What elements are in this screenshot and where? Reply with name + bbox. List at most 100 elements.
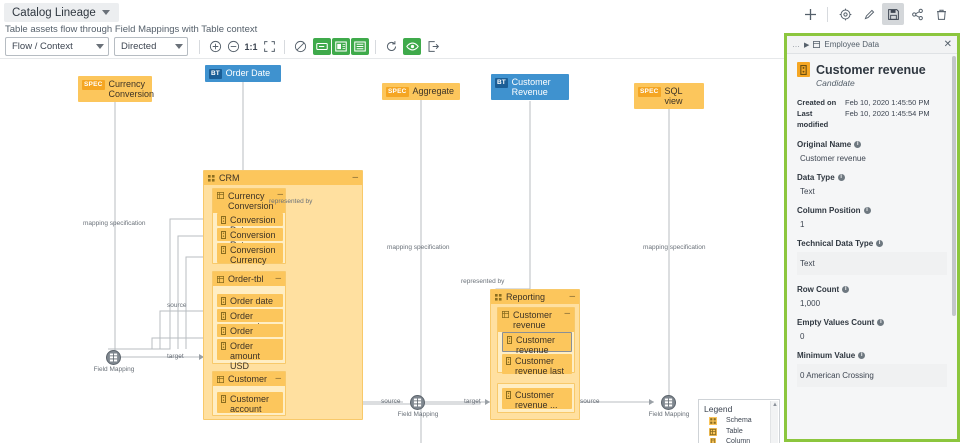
edge-label: source <box>580 398 600 405</box>
table-label: Customer <box>228 374 267 384</box>
column-node[interactable]: Order currency <box>217 324 283 337</box>
field-mapping-node[interactable] <box>661 395 676 410</box>
scroll-up-icon[interactable]: ▲ <box>772 402 778 408</box>
toggle-layout-button[interactable] <box>332 38 350 55</box>
edge-label: mapping specification <box>387 244 450 251</box>
info-icon[interactable]: i <box>842 286 849 293</box>
table-header[interactable]: Order-tbl – <box>213 272 285 286</box>
info-icon[interactable]: i <box>877 319 884 326</box>
info-icon[interactable]: i <box>854 141 861 148</box>
info-icon[interactable]: i <box>858 352 865 359</box>
table-node-customer[interactable]: Customer – Customer account <box>212 371 286 416</box>
column-node[interactable]: Conversion Currency <box>217 243 283 263</box>
info-icon[interactable]: i <box>864 207 871 214</box>
business-term-node[interactable]: BT Order Date <box>205 65 281 82</box>
object-state: Candidate <box>816 78 947 88</box>
mapping-spec-node[interactable]: SPEC SQL view <box>634 83 704 109</box>
business-term-node[interactable]: BT Customer Revenue <box>491 74 569 100</box>
schema-label: CRM <box>219 173 240 183</box>
legend-item: Column <box>704 438 774 443</box>
collapse-icon[interactable]: – <box>564 310 570 318</box>
page-title-dropdown[interactable]: Catalog Lineage <box>4 3 119 22</box>
table-node-order-tbl[interactable]: Order-tbl – Order date Order amount Orde… <box>212 271 286 364</box>
settings-button[interactable] <box>834 3 856 25</box>
schema-node-reporting[interactable]: Reporting – Customer revenue – Customer … <box>490 289 580 420</box>
column-node-selected[interactable]: Customer revenue <box>502 332 572 352</box>
zoom-in-button[interactable] <box>206 38 224 55</box>
column-node[interactable]: Customer revenue last ... <box>502 354 572 374</box>
direction-select[interactable]: Directed <box>114 37 188 56</box>
chevron-down-icon <box>175 44 183 49</box>
divider <box>199 40 200 54</box>
field-technical-data-type: Technical Data Type i Text <box>797 239 947 275</box>
toggle-labels-button[interactable] <box>313 38 331 55</box>
info-icon[interactable]: i <box>838 174 845 181</box>
breadcrumb-label[interactable]: Employee Data <box>824 40 879 49</box>
column-icon <box>704 438 722 443</box>
add-button[interactable] <box>799 3 821 25</box>
meta-key: Created on <box>797 97 845 108</box>
clear-button[interactable] <box>291 38 309 55</box>
zoom-out-button[interactable] <box>224 38 242 55</box>
schema-node-crm[interactable]: CRM – Currency Conversion – Conversion D… <box>203 170 363 420</box>
meta-value: Feb 10, 2020 1:45:54 PM <box>845 108 930 130</box>
field-value: 0 American Crossing <box>797 364 947 387</box>
visibility-button[interactable] <box>403 38 421 55</box>
collapse-icon[interactable]: – <box>275 275 281 283</box>
meta-key: Last modified <box>797 108 845 130</box>
table-label: Customer revenue <box>513 310 560 330</box>
mapping-spec-node[interactable]: SPEC Aggregate <box>382 83 460 100</box>
field-mapping-icon <box>109 353 118 362</box>
mapping-spec-node[interactable]: SPEC Currency Conversion <box>78 76 152 102</box>
edge-label: target <box>464 398 481 405</box>
bt-tag: BT <box>495 78 508 88</box>
close-icon[interactable]: ✕ <box>944 40 952 50</box>
field-value: Text <box>797 252 947 275</box>
fit-screen-button[interactable] <box>260 38 278 55</box>
flow-context-select[interactable]: Flow / Context <box>5 37 109 56</box>
refresh-button[interactable] <box>382 38 400 55</box>
schema-header[interactable]: Reporting – <box>491 290 579 304</box>
share-button[interactable] <box>906 3 928 25</box>
lineage-canvas[interactable]: SPEC Currency Conversion SPEC Aggregate … <box>0 58 784 443</box>
legend-scrollbar[interactable]: ▲ ▼ <box>770 401 778 443</box>
column-node[interactable]: Customer account <box>217 392 283 413</box>
zoom-actual-button[interactable]: 1:1 <box>242 38 260 55</box>
panel-breadcrumb-bar: … ▶ Employee Data ✕ <box>787 36 957 54</box>
column-node[interactable]: Order date <box>217 294 283 307</box>
bt-tag: BT <box>209 69 222 79</box>
table-node-customer-revenue-2[interactable]: Customer revenue ... <box>497 383 575 413</box>
breadcrumb-ellipsis[interactable]: … <box>792 40 800 49</box>
column-node[interactable]: Order amount <box>217 309 283 322</box>
toggle-list-button[interactable] <box>351 38 369 55</box>
table-header[interactable]: Customer – <box>213 372 285 386</box>
chevron-down-icon <box>102 10 110 15</box>
table-node-customer-revenue[interactable]: Customer revenue – Customer revenue Cust… <box>497 307 575 373</box>
legend-panel: Legend Schema Table Column BT Business T… <box>698 399 780 443</box>
spec-tag: SPEC <box>386 87 409 97</box>
chevron-right-icon[interactable]: ▶ <box>804 41 809 49</box>
export-button[interactable] <box>424 38 442 55</box>
legend-label: Schema <box>726 417 752 425</box>
field-column-position: Column Position i 1 <box>797 206 947 229</box>
collapse-icon[interactable]: – <box>352 174 358 182</box>
save-button[interactable] <box>882 3 904 25</box>
panel-scrollbar[interactable] <box>952 56 956 316</box>
delete-button[interactable] <box>930 3 952 25</box>
schema-header[interactable]: CRM – <box>204 171 362 185</box>
table-header[interactable]: Customer revenue – <box>498 308 574 332</box>
field-mapping-label: Field Mapping <box>88 366 140 373</box>
collapse-icon[interactable]: – <box>275 375 281 383</box>
column-node[interactable]: Order amount USD <box>217 339 283 360</box>
field-mapping-node[interactable] <box>410 395 425 410</box>
column-node[interactable]: Conversion Rate <box>217 228 283 241</box>
column-node[interactable]: Customer revenue ... <box>502 388 572 409</box>
column-node[interactable]: Conversion Date <box>217 213 283 226</box>
collapse-icon[interactable]: – <box>569 293 575 301</box>
divider <box>827 7 828 22</box>
edit-button[interactable] <box>858 3 880 25</box>
node-label: SQL view <box>665 86 700 106</box>
field-mapping-node[interactable] <box>106 350 121 365</box>
info-icon[interactable]: i <box>876 240 883 247</box>
column-label: Customer revenue ... <box>515 390 568 410</box>
